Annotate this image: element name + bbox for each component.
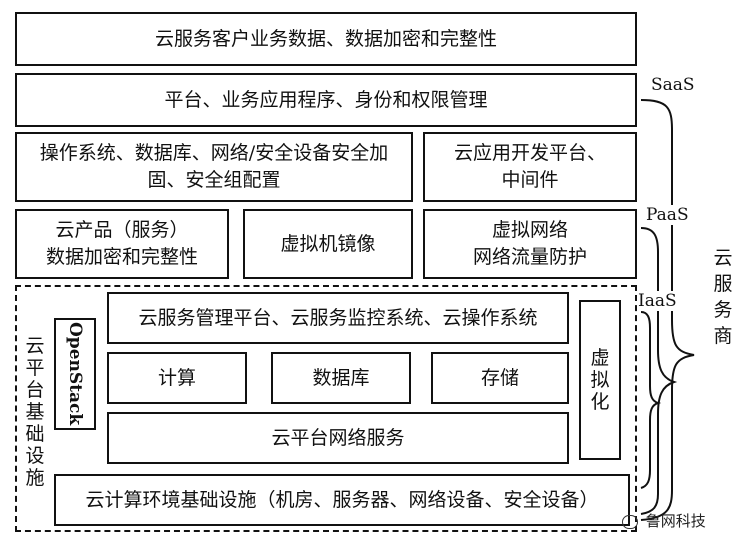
management-platform-box: 云服务管理平台、云服务监控系统、云操作系统 — [107, 292, 569, 344]
application-layer: 平台、业务应用程序、身份和权限管理 — [15, 73, 637, 127]
wechat-icon — [622, 514, 638, 529]
dev-platform-layer: 云应用开发平台、 中间件 — [423, 132, 637, 202]
infrastructure-box: 云计算环境基础设施（机房、服务器、网络设备、安全设备） — [54, 474, 630, 526]
cloud-platform-infrastructure-region — [15, 285, 637, 532]
watermark: 鲁网科技 — [622, 510, 706, 531]
cloud-provider-label: 云 服 务 商 — [713, 247, 733, 347]
saas-brace — [640, 99, 695, 521]
cloud-product-text: 云产品（服务） 数据加密和完整性 — [45, 219, 198, 268]
dev-platform-text: 云应用开发平台、 中间件 — [453, 142, 606, 191]
vm-image-box: 虚拟机镜像 — [243, 209, 413, 279]
os-security-layer: 操作系统、数据库、网络/安全设备安全加 固、安全组配置 — [15, 132, 413, 202]
customer-data-layer: 云服务客户业务数据、数据加密和完整性 — [15, 12, 637, 66]
openstack-label: OpenStack — [65, 322, 85, 426]
iaas-label: IaaS — [637, 291, 678, 311]
network-service-box: 云平台网络服务 — [107, 412, 569, 464]
storage-box: 存储 — [431, 352, 569, 404]
virtualization-text: 虚 拟 化 — [590, 347, 610, 413]
infrastructure-text: 云计算环境基础设施（机房、服务器、网络设备、安全设备） — [85, 488, 599, 511]
compute-text: 计算 — [157, 366, 196, 389]
virtual-network-text: 虚拟网络 网络流量防护 — [472, 219, 587, 268]
os-security-text: 操作系统、数据库、网络/安全设备安全加 固、安全组配置 — [39, 142, 389, 191]
watermark-text: 鲁网科技 — [645, 512, 706, 530]
openstack-box: OpenStack — [54, 318, 96, 430]
cloud-product-box: 云产品（服务） 数据加密和完整性 — [15, 209, 229, 279]
customer-data-text: 云服务客户业务数据、数据加密和完整性 — [154, 27, 497, 50]
database-text: 数据库 — [312, 366, 370, 389]
management-platform-text: 云服务管理平台、云服务监控系统、云操作系统 — [138, 306, 538, 329]
application-text: 平台、业务应用程序、身份和权限管理 — [164, 88, 488, 111]
compute-box: 计算 — [107, 352, 247, 404]
virtualization-box: 虚 拟 化 — [579, 300, 621, 460]
virtual-network-box: 虚拟网络 网络流量防护 — [423, 209, 637, 279]
iaas-brace — [640, 311, 662, 489]
storage-text: 存储 — [480, 366, 519, 389]
vm-image-text: 虚拟机镜像 — [280, 232, 376, 255]
cloud-platform-title: 云平台基础设施 — [25, 335, 45, 489]
saas-label: SaaS — [650, 75, 696, 95]
paas-label: PaaS — [645, 205, 690, 225]
network-service-text: 云平台网络服务 — [271, 426, 405, 449]
paas-brace — [640, 227, 678, 515]
database-box: 数据库 — [271, 352, 411, 404]
